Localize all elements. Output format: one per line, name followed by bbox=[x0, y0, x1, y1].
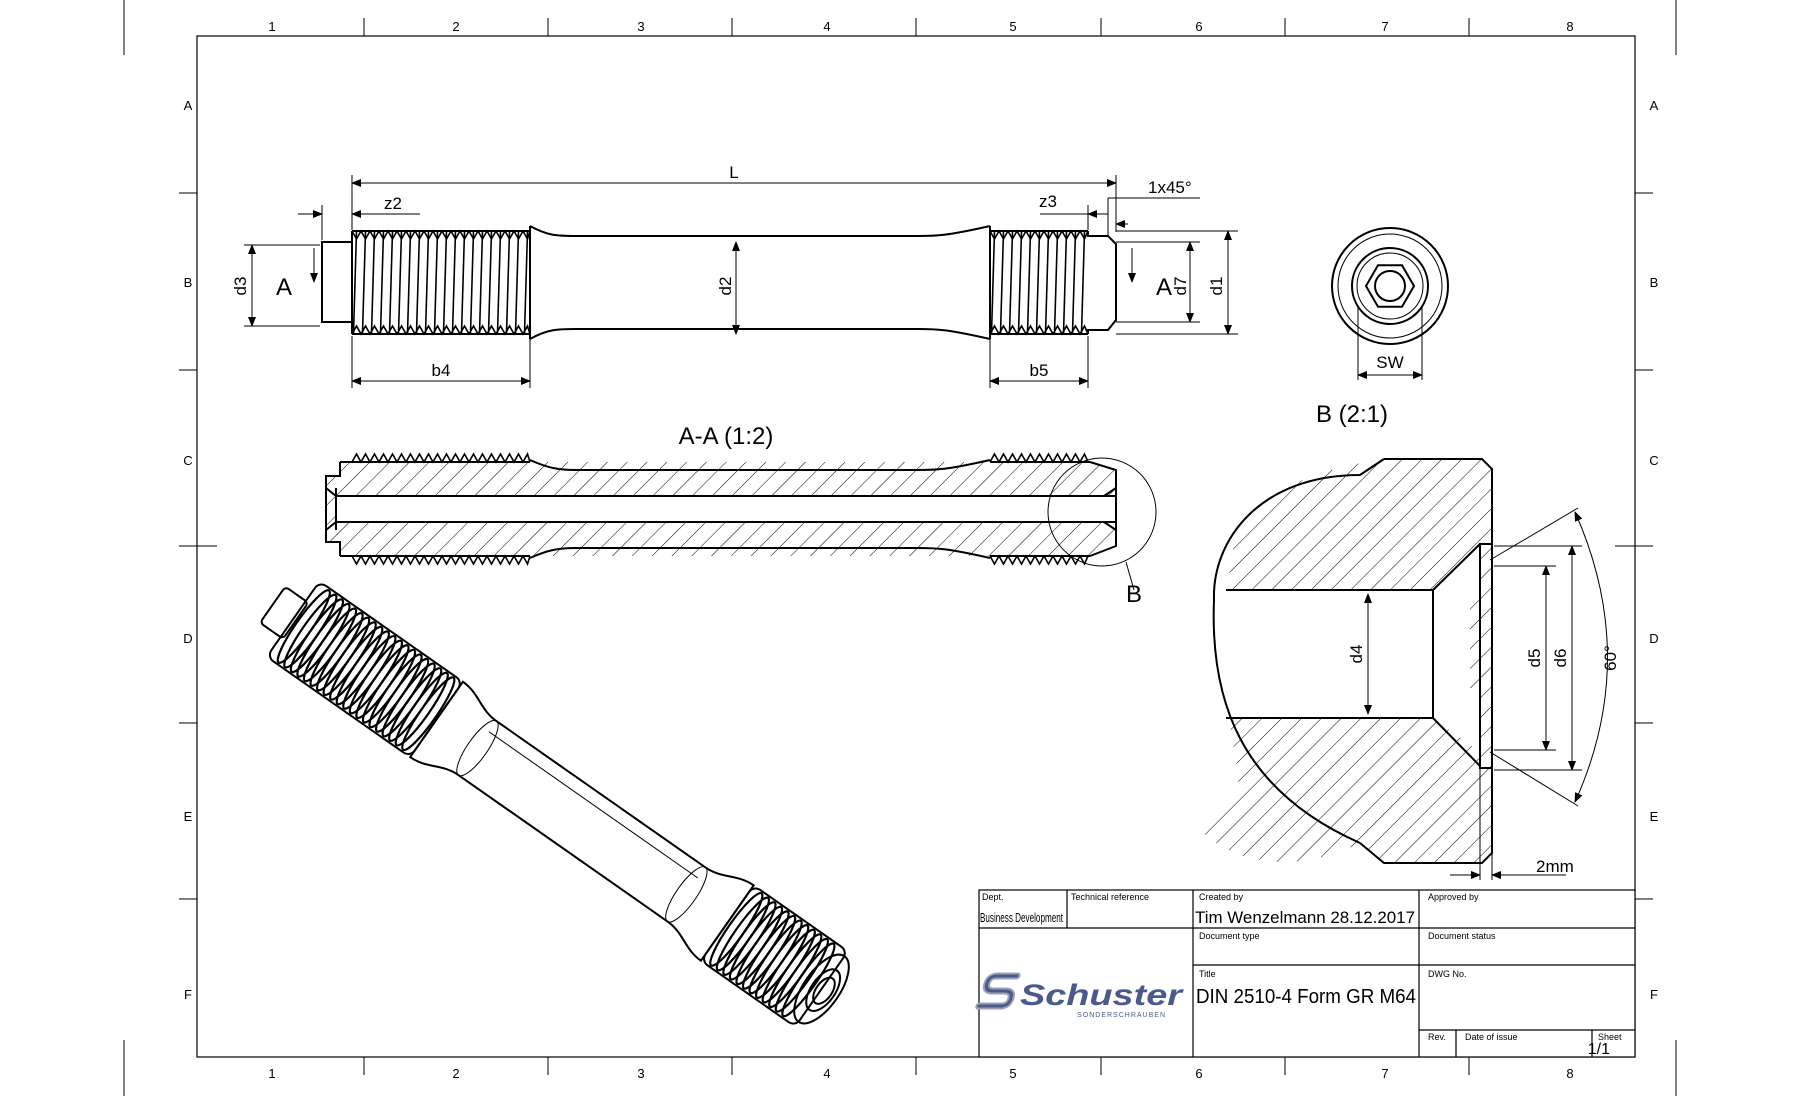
tb-tech-ref-label: Technical reference bbox=[1071, 892, 1149, 902]
dim-label-d2: d2 bbox=[716, 277, 735, 296]
logo-subtitle: SONDERSCHRAUBEN bbox=[1077, 1012, 1166, 1019]
dim-label-z2: z2 bbox=[384, 194, 402, 213]
side-view-dimensions bbox=[244, 175, 1238, 388]
section-mark-left: A bbox=[276, 274, 292, 301]
detail-dim-d4: d4 bbox=[1347, 645, 1366, 664]
col-label-bottom-8: 8 bbox=[1566, 1066, 1573, 1081]
iso-right-threads bbox=[709, 891, 836, 1018]
row-label-right-e: E bbox=[1650, 809, 1659, 824]
row-label-right-b: B bbox=[1650, 275, 1659, 290]
isometric-view bbox=[260, 583, 850, 1025]
tb-date-label: Date of issue bbox=[1465, 1032, 1518, 1042]
dim-label-L: L bbox=[729, 163, 738, 182]
tb-title-label: Title bbox=[1199, 969, 1216, 979]
row-label-left-d: D bbox=[183, 631, 192, 646]
row-label-left-c: C bbox=[183, 453, 192, 468]
col-label-top-7: 7 bbox=[1381, 19, 1388, 34]
dim-label-chamfer: 1x45° bbox=[1148, 178, 1192, 197]
detail-dim-d6: d6 bbox=[1551, 649, 1570, 668]
side-view bbox=[321, 225, 1117, 340]
dim-label-d3: d3 bbox=[231, 277, 250, 296]
tb-rev-label: Rev. bbox=[1428, 1032, 1446, 1042]
col-label-bottom-1: 1 bbox=[268, 1066, 275, 1081]
dim-label-b5: b5 bbox=[1030, 361, 1049, 380]
col-label-top-6: 6 bbox=[1195, 19, 1202, 34]
row-label-left-f: F bbox=[184, 987, 192, 1002]
col-label-bottom-2: 2 bbox=[452, 1066, 459, 1081]
row-label-right-a: A bbox=[1650, 98, 1659, 113]
tb-approved-by-label: Approved by bbox=[1428, 892, 1479, 902]
col-label-bottom-4: 4 bbox=[823, 1066, 830, 1081]
zone-ticks bbox=[179, 18, 1653, 1075]
section-view bbox=[325, 451, 1157, 591]
col-label-top-1: 1 bbox=[268, 19, 275, 34]
tb-dept-value: Business Development bbox=[980, 910, 1063, 925]
section-mark-right: A bbox=[1156, 274, 1172, 301]
dim-label-d1: d1 bbox=[1207, 277, 1226, 296]
company-logo: Schuster SONDERSCHRAUBEN bbox=[975, 972, 1185, 1019]
row-label-left-b: B bbox=[184, 275, 193, 290]
tb-created-by-label: Created by bbox=[1199, 892, 1244, 902]
row-label-right-f: F bbox=[1650, 987, 1658, 1002]
tb-created-by-value: Tim Wenzelmann 28.12.2017 bbox=[1195, 908, 1415, 927]
dim-label-b4: b4 bbox=[432, 361, 451, 380]
dim-label-z3: z3 bbox=[1039, 192, 1057, 211]
col-label-top-2: 2 bbox=[452, 19, 459, 34]
tb-doc-status-label: Document status bbox=[1428, 931, 1496, 941]
row-label-left-a: A bbox=[184, 98, 193, 113]
end-view-title: B (2:1) bbox=[1316, 401, 1388, 428]
col-label-top-4: 4 bbox=[823, 19, 830, 34]
tb-sheet-value: 1/1 bbox=[1588, 1041, 1610, 1058]
logo-wordmark: Schuster bbox=[1020, 979, 1185, 1012]
end-view bbox=[1331, 227, 1449, 380]
detail-dim-gap: 2mm bbox=[1536, 857, 1574, 876]
row-label-left-e: E bbox=[184, 809, 193, 824]
detail-dim-angle: 60° bbox=[1601, 645, 1620, 671]
iso-left-threads bbox=[276, 589, 456, 752]
side-view-threads bbox=[351, 229, 1089, 336]
tb-doc-type-label: Document type bbox=[1199, 931, 1260, 941]
detail-marker-label: B bbox=[1126, 581, 1142, 608]
tb-sheet-label: Sheet bbox=[1598, 1032, 1622, 1042]
tb-dwg-no-label: DWG No. bbox=[1428, 969, 1467, 979]
col-label-bottom-5: 5 bbox=[1009, 1066, 1016, 1081]
col-label-bottom-3: 3 bbox=[637, 1066, 644, 1081]
title-block bbox=[978, 889, 1636, 1058]
col-label-bottom-7: 7 bbox=[1381, 1066, 1388, 1081]
col-label-top-5: 5 bbox=[1009, 19, 1016, 34]
tb-title-value: DIN 2510-4 Form GR M64 bbox=[1196, 986, 1416, 1008]
col-label-top-3: 3 bbox=[637, 19, 644, 34]
col-label-top-8: 8 bbox=[1566, 19, 1573, 34]
end-view-sw-label: SW bbox=[1376, 353, 1403, 372]
col-label-bottom-6: 6 bbox=[1195, 1066, 1202, 1081]
tb-dept-label: Dept. bbox=[982, 892, 1004, 902]
dim-label-d7: d7 bbox=[1171, 277, 1190, 296]
row-label-right-c: C bbox=[1649, 453, 1658, 468]
section-title: A-A (1:2) bbox=[679, 423, 774, 450]
row-label-right-d: D bbox=[1649, 631, 1658, 646]
detail-view bbox=[1200, 458, 1608, 880]
logo-s-icon bbox=[975, 972, 1021, 1010]
detail-dim-d5: d5 bbox=[1525, 649, 1544, 668]
